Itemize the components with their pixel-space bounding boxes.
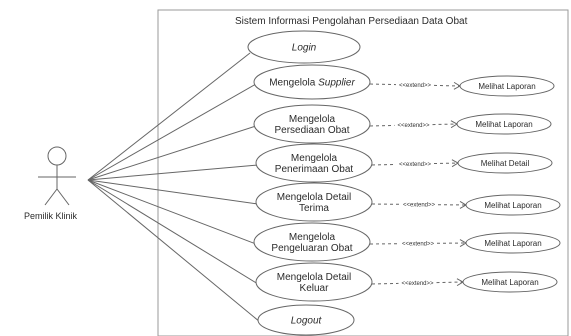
extension-use-case-label: Melihat Laporan: [478, 82, 535, 91]
extend-relation: <<extend>> Melihat Laporan: [369, 113, 552, 135]
extension-use-case-ellipse: [456, 113, 552, 135]
use-case-ellipse: [247, 30, 361, 64]
actor-left-leg: [44, 188, 58, 206]
association-line: [87, 179, 259, 285]
extend-line: [436, 281, 464, 284]
extend-line: [369, 83, 397, 86]
use-case-ellipse: [255, 262, 373, 302]
extension-use-case-ellipse: [462, 271, 558, 293]
extend-arrowhead: [456, 278, 464, 287]
use-case-label: Keluar: [300, 283, 330, 294]
actor-label: Pemilik Klinik: [24, 211, 78, 221]
association-line: [87, 179, 261, 323]
association-line: [87, 83, 257, 181]
extension-use-case-ellipse: [457, 152, 553, 174]
use-case-label: Mengelola Supplier: [269, 78, 355, 89]
extend-line: [433, 162, 459, 165]
extend-relation: <<extend>> Melihat Laporan: [371, 194, 561, 216]
extensions: <<extend>> Melihat Laporan <<extend>> Melih…: [369, 75, 561, 293]
system-title: Sistem Informasi Pengolahan Persediaan D…: [235, 16, 468, 27]
use-case-ellipse: [253, 104, 371, 144]
use-case-label: Terima: [299, 203, 329, 214]
extend-label: <<extend>>: [399, 83, 432, 89]
extend-relation: <<extend>> Melihat Laporan: [369, 232, 561, 254]
use-case-label: Penerimaan Obat: [275, 164, 354, 175]
extension-use-case-label: Melihat Detail: [481, 159, 530, 168]
use-case-ellipse: [255, 143, 373, 183]
use-case: Logout: [257, 304, 355, 336]
use-case-label: Persediaan Obat: [274, 125, 349, 136]
association-line: [87, 164, 259, 181]
association-lines: [87, 52, 261, 323]
extend-line: [371, 163, 397, 166]
extend-label: <<extend>>: [402, 242, 435, 248]
use-case-label: Logout: [291, 316, 323, 327]
association-line: [87, 52, 251, 181]
extension-use-case-label: Melihat Laporan: [484, 201, 541, 210]
use-case-label: Login: [292, 43, 317, 54]
extension-use-case-ellipse: [459, 75, 555, 97]
actor-right-leg: [56, 188, 70, 206]
use-case-label: Mengelola: [289, 114, 336, 125]
association-line: [87, 125, 257, 181]
extend-label: <<extend>>: [397, 123, 430, 129]
actor-head: [47, 146, 67, 166]
use-case-label: Mengelola Detail: [277, 192, 352, 203]
use-case-ellipse: [255, 182, 373, 222]
extend-line: [432, 123, 458, 126]
association-line: [87, 179, 259, 205]
use-case: Mengelola Supplier: [253, 64, 371, 100]
extend-relation: <<extend>> Melihat Laporan: [369, 75, 555, 97]
extend-label: <<extend>>: [403, 203, 436, 209]
use-case-label: Mengelola: [289, 232, 336, 243]
extension-use-case-ellipse: [465, 194, 561, 216]
use-case-label: Mengelola Detail: [277, 272, 352, 283]
extend-label: <<extend>>: [401, 281, 434, 287]
extend-line: [369, 124, 395, 127]
association-line: [87, 179, 257, 245]
use-case-ellipse: [257, 304, 355, 336]
extension-use-case-ellipse: [465, 232, 561, 254]
actor-pemilik-klinik: [38, 146, 76, 206]
extend-line: [433, 84, 461, 87]
use-case-ellipse: [253, 64, 371, 100]
extend-label: <<extend>>: [399, 162, 432, 168]
use-case-ellipse: [253, 222, 371, 262]
extension-use-case-label: Melihat Laporan: [475, 120, 532, 129]
extend-relation: <<extend>> Melihat Laporan: [371, 271, 558, 293]
use-case: Login: [247, 30, 361, 64]
use-case-label: Mengelola: [291, 153, 338, 164]
extend-relation: <<extend>> Melihat Detail: [371, 152, 553, 174]
extend-line: [371, 282, 399, 285]
system-boundary: [157, 9, 569, 336]
use-case-label: Pengeluaran Obat: [271, 243, 352, 254]
extension-use-case-label: Melihat Laporan: [484, 239, 541, 248]
extension-use-case-label: Melihat Laporan: [481, 278, 538, 287]
